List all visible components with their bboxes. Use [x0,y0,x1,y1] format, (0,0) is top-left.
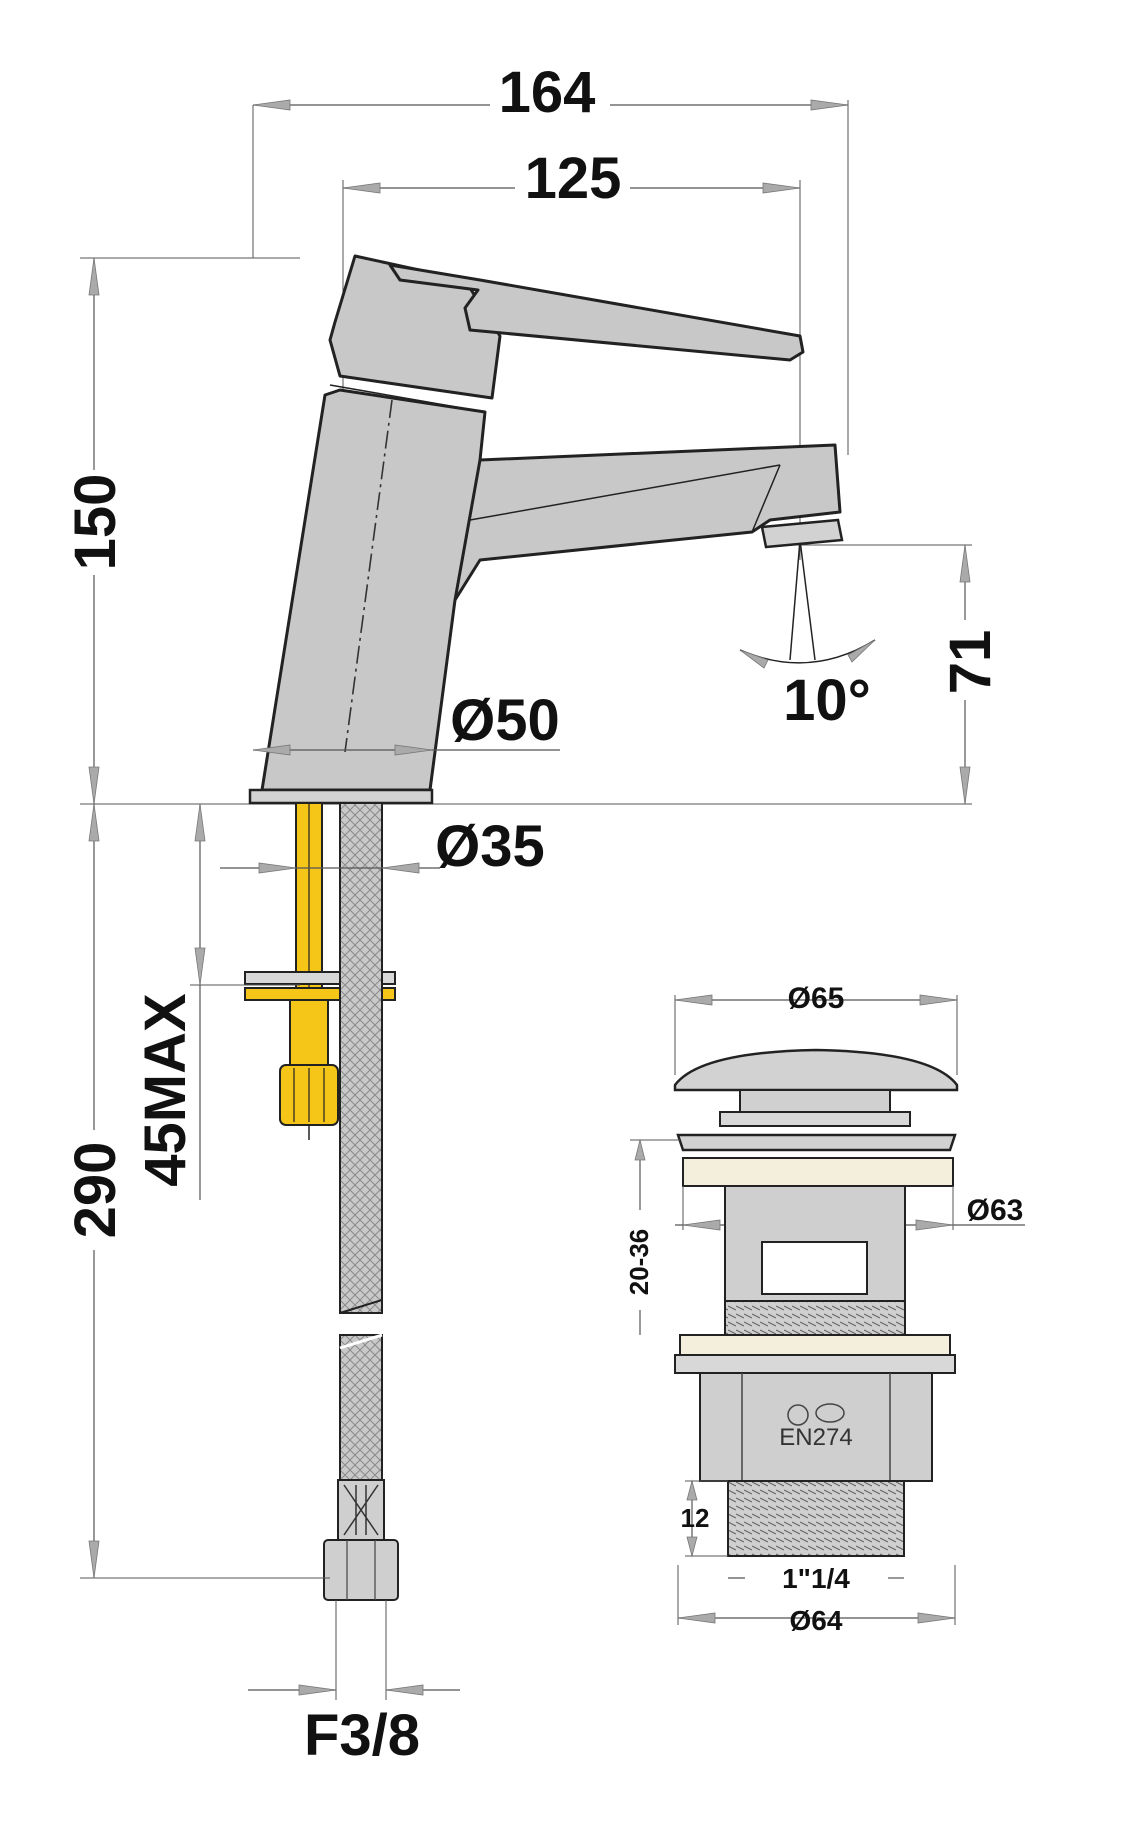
dimension-thickness-range: 20-36 [624,1139,680,1335]
dimension-hole-diameter: Ø35 [220,814,545,879]
dimension-spout-height: 71 [790,544,1003,805]
thread-size-label: 1"1/4 [782,1563,850,1594]
cap-diameter-label: Ø65 [788,982,845,1015]
thread-length-label: 12 [681,1503,710,1533]
dimension-spout-angle: 10° [739,539,876,733]
hole-diameter-label: Ø35 [435,814,545,879]
dimension-hose-length: 290 [63,803,330,1579]
certification-logo [787,1403,845,1426]
base-diameter-label: Ø50 [450,688,560,753]
drain-gasket-top [682,1157,954,1187]
width-overall-label: 164 [499,60,596,125]
aerator [760,518,844,549]
thickness-range-label: 20-36 [624,1229,654,1296]
flange-diameter-label: Ø63 [967,1194,1024,1227]
spout-angle-label: 10° [783,668,871,733]
height-body-label: 150 [63,474,128,571]
dimension-thread-size: 1"1/4 [728,1563,904,1594]
dimension-max-thickness: 45MAX [133,803,300,1200]
faucet-drawing: 164 125 150 [63,60,1003,1768]
hose-length-label: 290 [63,1142,128,1239]
dimension-base-diameter: Ø50 [252,688,560,756]
dimension-cap-diameter: Ø65 [674,982,958,1075]
base-plate [248,788,434,805]
certification-label: EN274 [779,1424,852,1451]
dimension-thread-diameter: Ø64 [677,1565,956,1636]
thread-diameter-label: Ø64 [790,1605,843,1636]
dimension-height-body: 150 [63,257,300,805]
dimension-thread-length: 12 [681,1479,728,1558]
drain-gasket-bottom [679,1334,951,1356]
drain-drawing: Ø65 Ø63 EN274 [624,982,1025,1636]
dimension-hose-connection: F3/8 [248,1600,460,1768]
overflow-slot [761,1241,868,1295]
width-spout-label: 125 [525,146,622,211]
lever-handle [388,263,805,362]
drain-cap [673,1048,959,1092]
flexible-hose [323,802,399,1601]
dimension-width-spout: 125 [342,146,801,745]
spout-height-label: 71 [938,630,1003,695]
drain-thread-lower [727,1480,905,1557]
faucet-body [260,388,487,792]
max-thickness-label: 45MAX [133,993,198,1187]
hose-connection-label: F3/8 [304,1703,420,1768]
drain-nut [699,1372,933,1482]
dimension-width-overall: 164 [252,60,849,455]
